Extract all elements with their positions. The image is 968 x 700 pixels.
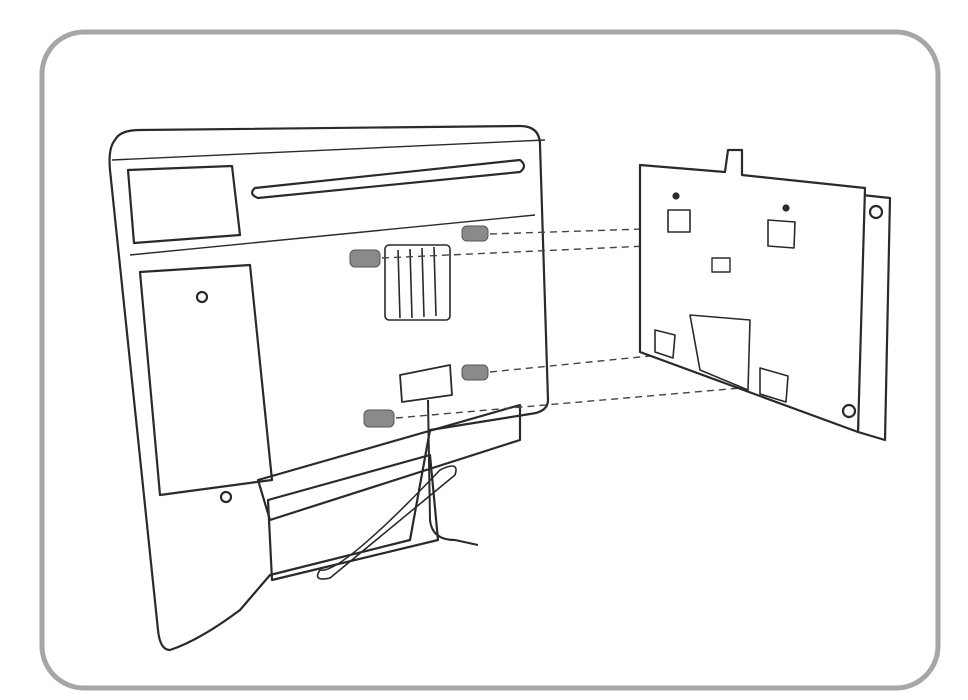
alignment-lines [381,227,781,419]
wall-bracket [638,148,892,442]
vent-grille [384,244,451,321]
frame-border [39,29,941,691]
cable [427,399,479,546]
pad-top-right [461,225,489,242]
pad-top-left [349,249,381,268]
monitor-back [108,124,550,652]
mounting-pads [349,225,489,428]
pad-bottom-left [363,409,395,428]
pad-bottom-right [461,364,489,381]
